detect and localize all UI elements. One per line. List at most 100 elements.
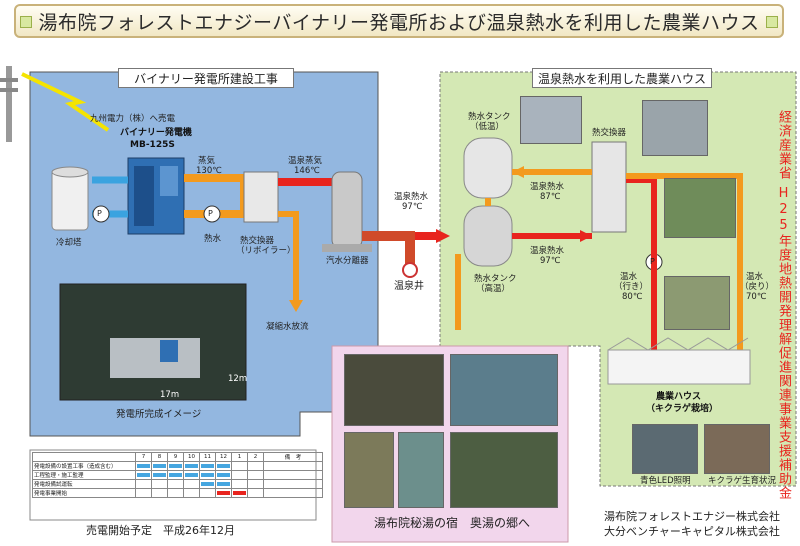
schedule-month-7: 2 bbox=[247, 452, 264, 462]
power-line-label: 九州電力（株）へ売電 bbox=[90, 114, 176, 124]
temp-87-label: 87℃ bbox=[540, 192, 561, 202]
schedule-cell bbox=[151, 479, 168, 489]
schedule-cell bbox=[167, 461, 184, 471]
exchanger-photo bbox=[642, 100, 708, 156]
schedule-row: 発電事業開始 bbox=[32, 488, 323, 498]
growth-photo bbox=[704, 424, 770, 474]
hot-water-label: 熱水 bbox=[204, 234, 222, 244]
schedule-remarks-cell bbox=[263, 470, 323, 480]
schedule-bar bbox=[201, 482, 214, 486]
heat-exchanger-label: 熱交換器 bbox=[240, 236, 275, 246]
schedule-row: 発電設備試運転 bbox=[32, 479, 323, 489]
schedule-row: 工程監理・施工監理 bbox=[32, 470, 323, 480]
schedule-cell bbox=[247, 479, 264, 489]
temp-97-label: 97℃ bbox=[540, 256, 561, 266]
schedule-remarks-cell bbox=[263, 479, 323, 489]
led-photo bbox=[632, 424, 698, 474]
route-photo bbox=[664, 276, 730, 330]
arrow-97 bbox=[580, 230, 592, 242]
power-bolt bbox=[21, 72, 110, 132]
warm-out-label: 温水 bbox=[620, 272, 638, 282]
warm-out-sub-label: （行き） bbox=[614, 282, 649, 292]
power-plant-heading: バイナリー発電所建設工事 bbox=[118, 68, 294, 88]
schedule-remarks-cell bbox=[263, 461, 323, 471]
schedule-cell bbox=[167, 488, 184, 498]
schedule-cell bbox=[247, 461, 264, 471]
schedule-row-label: 発電設備試運転 bbox=[32, 479, 136, 489]
condensate-arrow bbox=[289, 300, 303, 312]
title-bar: 湯布院フォレストエナジーバイナリー発電所および温泉熱水を利用した農業ハウス bbox=[14, 4, 784, 38]
schedule-bar bbox=[153, 464, 166, 468]
cooling-tower bbox=[51, 166, 89, 231]
generator-model-label: MB-125S bbox=[130, 140, 175, 150]
schedule-bar bbox=[137, 473, 150, 477]
warm-back-sub-label: （戻り） bbox=[740, 282, 775, 292]
growth-caption: キクラゲ生育状況 bbox=[708, 476, 777, 486]
condensate-label: 凝縮水放流 bbox=[266, 322, 309, 332]
schedule-row-label: 発電事業開始 bbox=[32, 488, 136, 498]
schedule-month-3: 10 bbox=[183, 452, 200, 462]
schedule-month-2: 9 bbox=[167, 452, 184, 462]
schedule-month-0: 7 bbox=[135, 452, 152, 462]
subsidy-line2: H25年度地熱開発理解促進関連事業支援補助金 bbox=[776, 186, 791, 500]
tank-low bbox=[463, 137, 513, 199]
greenhouse-label: 農業ハウス bbox=[656, 392, 702, 402]
middle-hot-water-label: 温泉熱水 bbox=[394, 192, 429, 202]
water-87-label: 温泉熱水 bbox=[530, 182, 565, 192]
schedule-cell bbox=[135, 461, 152, 471]
tank-high bbox=[463, 205, 513, 267]
greenhouse-structure bbox=[607, 337, 751, 385]
schedule-cell bbox=[151, 461, 168, 471]
hot-water-arrow bbox=[436, 229, 450, 243]
hot-steam-temp-label: 146℃ bbox=[294, 166, 320, 176]
well-house-photo bbox=[450, 432, 558, 508]
schedule-bar bbox=[217, 473, 230, 477]
pump-icon-left bbox=[92, 205, 110, 223]
pump-label-mid: P bbox=[208, 209, 213, 218]
schedule-cell bbox=[151, 488, 168, 498]
schedule-cell bbox=[199, 461, 216, 471]
schedule-bar bbox=[137, 464, 150, 468]
subsidy-line1: 経済産業省 bbox=[776, 110, 791, 180]
schedule-cell bbox=[199, 488, 216, 498]
company-2: 大分ベンチャーキャピタル株式会社 bbox=[604, 525, 780, 538]
rendering-generator bbox=[160, 340, 178, 362]
schedule-cell bbox=[247, 470, 264, 480]
schedule-cell bbox=[231, 461, 248, 471]
well-pipe bbox=[362, 231, 415, 266]
schedule-cell bbox=[167, 470, 184, 480]
schedule-row-label: 発電設備の設置工事（造成含む） bbox=[32, 461, 136, 471]
schedule-month-4: 11 bbox=[199, 452, 216, 462]
greenhouse-heat-exchanger bbox=[591, 141, 627, 233]
tank-low-sub-label: （低温） bbox=[470, 122, 505, 132]
schedule-cell bbox=[135, 470, 152, 480]
schedule-month-5: 12 bbox=[215, 452, 232, 462]
title-square-left bbox=[20, 16, 32, 28]
schedule-bar bbox=[201, 464, 214, 468]
schedule-bar bbox=[185, 473, 198, 477]
schedule-bar bbox=[185, 464, 198, 468]
schedule-cell bbox=[135, 488, 152, 498]
rendering-caption: 発電所完成イメージ bbox=[116, 409, 202, 420]
power-pole bbox=[0, 66, 18, 142]
schedule-bar bbox=[217, 464, 230, 468]
schedule-month-6: 1 bbox=[231, 452, 248, 462]
pump-label-left: P bbox=[97, 209, 102, 218]
spring-photo bbox=[344, 432, 394, 508]
dim-12m-label: 12m bbox=[228, 374, 248, 384]
schedule-remarks-cell bbox=[263, 488, 323, 498]
schedule-cell bbox=[183, 470, 200, 480]
heat-exchanger-sub-label: （リボイラー） bbox=[236, 246, 296, 256]
schedule-row-label: 工程監理・施工監理 bbox=[32, 470, 136, 480]
schedule-cell bbox=[231, 488, 248, 498]
pipeline-photo bbox=[664, 178, 736, 238]
pump-label-right: P bbox=[650, 257, 655, 266]
generator-unit bbox=[127, 157, 185, 235]
schedule-bar bbox=[153, 473, 166, 477]
schedule-cell bbox=[231, 479, 248, 489]
separator bbox=[322, 171, 372, 252]
schedule-remarks-header: 備 考 bbox=[263, 452, 323, 462]
schedule-bar bbox=[217, 491, 230, 495]
